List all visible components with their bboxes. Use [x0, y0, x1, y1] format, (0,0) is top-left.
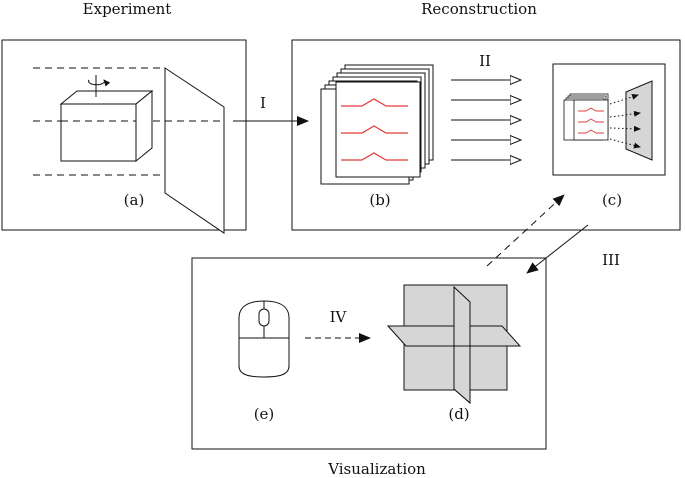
label-a: (a) [124, 191, 145, 209]
mouse-icon [238, 300, 290, 378]
experiment-frame [1, 39, 247, 231]
panel-experiment: (a) [1, 39, 247, 234]
sample-cube [59, 89, 154, 163]
backprojection-arrows [609, 93, 641, 149]
detector-plane [164, 67, 225, 234]
step-II: II [479, 52, 491, 70]
step-IV: IV [330, 308, 348, 326]
mini-projection-signals [578, 107, 604, 134]
arrow-feedback-dashed [486, 194, 565, 267]
reconstructed-slice-plane [625, 80, 653, 161]
reconstruction-inner-frame [552, 63, 666, 176]
label-e: (e) [254, 405, 275, 423]
panel-reconstruction: (b) II (c) [291, 39, 681, 231]
title-visualization: Visualization [327, 460, 426, 478]
reconstruction-frame [291, 39, 681, 231]
step-I: I [260, 94, 266, 112]
title-reconstruction: Reconstruction [421, 0, 537, 18]
label-b: (b) [369, 191, 390, 209]
arrows-II [451, 80, 521, 160]
visualization-frame [191, 257, 547, 450]
projection-signals [341, 98, 408, 161]
arrow-III [526, 224, 589, 274]
label-c: (c) [602, 191, 622, 209]
title-experiment: Experiment [83, 0, 172, 18]
panel-visualization: (e) IV (d) [191, 257, 547, 450]
slice-sagittal-lower [453, 345, 471, 405]
projection-stack [320, 64, 434, 185]
step-III: III [602, 251, 620, 269]
orthogonal-slices [386, 284, 522, 405]
label-d: (d) [448, 405, 469, 423]
rotation-arrow-icon [88, 79, 111, 87]
